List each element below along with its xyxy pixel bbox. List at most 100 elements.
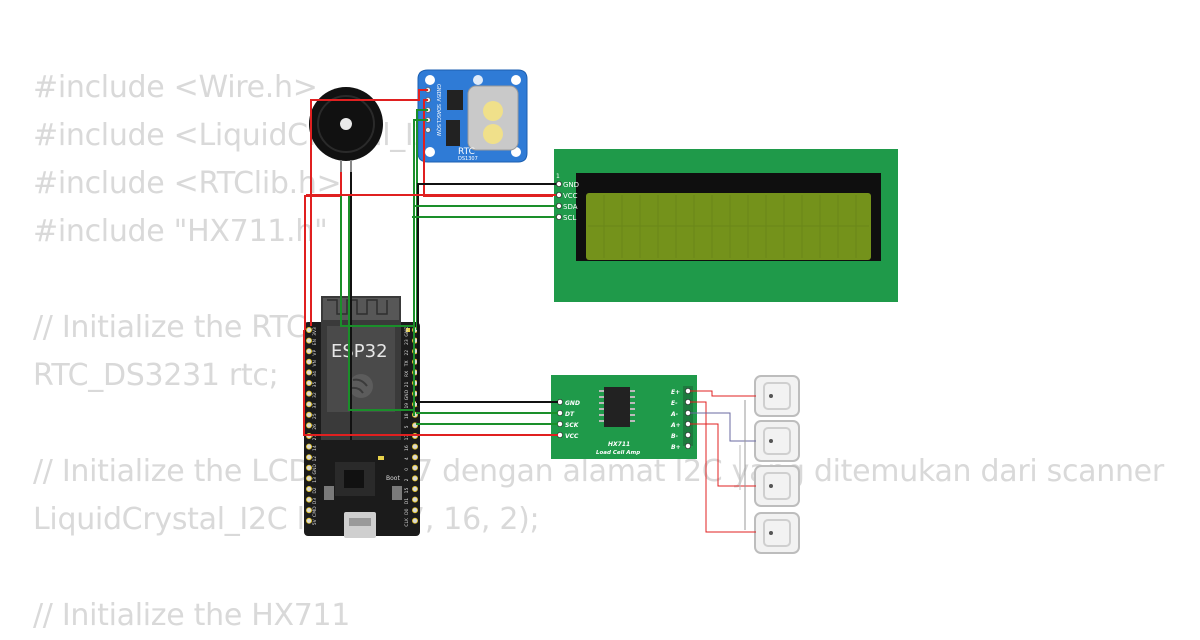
star-logo-icon — [473, 75, 483, 85]
rtc-pin-sqw: SQW — [435, 124, 441, 136]
boot-button[interactable] — [392, 486, 402, 500]
esp32-pin — [411, 475, 418, 482]
esp32-pin — [411, 507, 418, 514]
esp32-pin-label: 2 — [404, 478, 410, 481]
esp32-pin-label: 5V — [312, 518, 318, 525]
esp32-pin-label: 34 — [312, 371, 318, 377]
hx711-left-pins: GND DT SCK VCC — [557, 399, 580, 440]
esp32-pin-label: EN — [312, 339, 318, 345]
code-line: RTC_DS3231 rtc; — [33, 358, 279, 393]
esp32-pin-label: 19 — [404, 403, 410, 409]
rtc-pin-sda: SDA — [435, 104, 441, 115]
esp32-pin — [305, 411, 312, 418]
wire-rtc-scl — [413, 119, 428, 416]
esp32-pin — [305, 379, 312, 386]
hx711-title: HX711 — [608, 441, 630, 448]
esp32-pin — [305, 326, 312, 333]
load-cell-4 — [754, 512, 800, 554]
lcd-pin-header: GND VCC SDA SCL — [556, 180, 579, 222]
esp32-pin — [411, 485, 418, 492]
esp32-pin-label: 18 — [404, 413, 410, 419]
esp32-pin-label: D2 — [312, 487, 318, 493]
lcd-module[interactable]: 1 GND VCC SDA SCL — [554, 149, 898, 302]
esp32-pin — [305, 390, 312, 397]
esp32-pin-label: 17 — [404, 435, 410, 441]
en-button[interactable] — [324, 486, 334, 500]
esp32-pin-label: TX — [404, 360, 410, 367]
esp32-pin — [411, 464, 418, 471]
rtc-module[interactable]: GND 5V SDA SCL SQW RTC DS1307 — [417, 69, 528, 163]
esp32-pin-label: 16 — [404, 445, 410, 451]
wire-esp-green-a — [340, 196, 415, 327]
lcd-pin-scl: SCL — [563, 214, 576, 222]
esp32-pin — [305, 485, 312, 492]
esp32-pin — [411, 496, 418, 503]
esp32-pin-label: 12 — [312, 456, 318, 462]
rtc-pin-5v: 5V — [435, 95, 441, 102]
code-line: // Initialize the RTC — [33, 310, 307, 345]
esp32-pin — [305, 517, 312, 524]
code-line: // Initialize the HX711 — [33, 598, 351, 633]
esp32-label: ESP32 — [331, 341, 388, 362]
esp32-pin-label: 32 — [312, 392, 318, 398]
rtc-pin-gnd: GND — [435, 84, 441, 96]
lcd-character-grid — [588, 195, 869, 258]
buzzer-hole-icon — [340, 118, 352, 130]
rtc-chip-label: DS1307 — [458, 156, 478, 162]
esp32-pin — [305, 454, 312, 461]
hx711-right-pins: E+ E- A- A+ B- B+ — [670, 386, 693, 451]
esp32-pin-label: 25 — [312, 413, 318, 419]
esp32-pin — [305, 401, 312, 408]
esp32-pin — [411, 443, 418, 450]
hx711-pin-dt: DT — [565, 411, 575, 418]
buzzer[interactable] — [309, 87, 383, 172]
load-cells[interactable] — [754, 375, 800, 554]
lcd-pin-gnd: GND — [563, 181, 579, 189]
esp32-pin-label: 4 — [404, 457, 410, 460]
esp32-pin — [305, 507, 312, 514]
esp32-pin-label: GND — [312, 464, 318, 475]
esp32-pin-label: 23 — [404, 339, 410, 345]
esp32-pin-label: 0 — [404, 468, 410, 471]
rtc-pin-scl: SCL — [435, 114, 441, 124]
hx711-pin-e-minus: E- — [671, 400, 678, 407]
esp32-pin-label: 5 — [404, 425, 410, 428]
esp32-pin — [305, 496, 312, 503]
hx711-pin-b-plus: B+ — [671, 444, 681, 451]
wire-hx-vcc — [303, 330, 558, 436]
esp32-pin-label: 15 — [404, 488, 410, 494]
rtc-chip-icon — [447, 90, 463, 110]
hx711-pin-sck: SCK — [565, 422, 580, 429]
coin-cell-icon — [483, 101, 503, 121]
rtc-pins: GND 5V SDA SCL SQW — [425, 84, 441, 136]
code-line: #include "HX711.h" — [33, 214, 328, 249]
load-cell-3 — [754, 465, 800, 507]
esp32-board[interactable]: ESP32 Boot 3V3ENVPVN343532332526271412GN… — [304, 296, 420, 538]
hx711-pin-b-minus: B- — [671, 433, 679, 440]
hx711-pin-a-minus: A- — [670, 411, 679, 418]
esp32-pin-label: VN — [312, 360, 318, 366]
esp32-pin — [305, 422, 312, 429]
esp32-pin-label: 21 — [404, 382, 410, 388]
esp32-pin — [305, 464, 312, 471]
hx711-module[interactable]: HX711 Load Cell Amp GND DT SCK VCC E+ E-… — [551, 375, 697, 459]
esp32-pin-label: CMD — [312, 506, 318, 517]
esp32-pin-label: D1 — [404, 498, 410, 504]
lcd-pin-vcc: VCC — [563, 192, 578, 200]
esp32-pin — [411, 454, 418, 461]
boot-label: Boot — [386, 475, 400, 482]
rtc-label: RTC — [458, 147, 475, 157]
hx711-chip-icon — [604, 387, 630, 427]
hx711-pin-gnd: GND — [565, 400, 580, 407]
hx711-pin-vcc: VCC — [565, 433, 579, 440]
esp32-pin-label: D0 — [404, 508, 410, 514]
wire-rtc-gnd — [310, 89, 428, 326]
load-cell-2 — [754, 420, 800, 462]
esp32-pin — [305, 443, 312, 450]
hx711-subtitle: Load Cell Amp — [596, 450, 640, 456]
esp32-pin — [411, 517, 418, 524]
esp32-pin-label: 14 — [312, 445, 318, 451]
esp32-pin — [305, 475, 312, 482]
wires — [303, 89, 756, 533]
